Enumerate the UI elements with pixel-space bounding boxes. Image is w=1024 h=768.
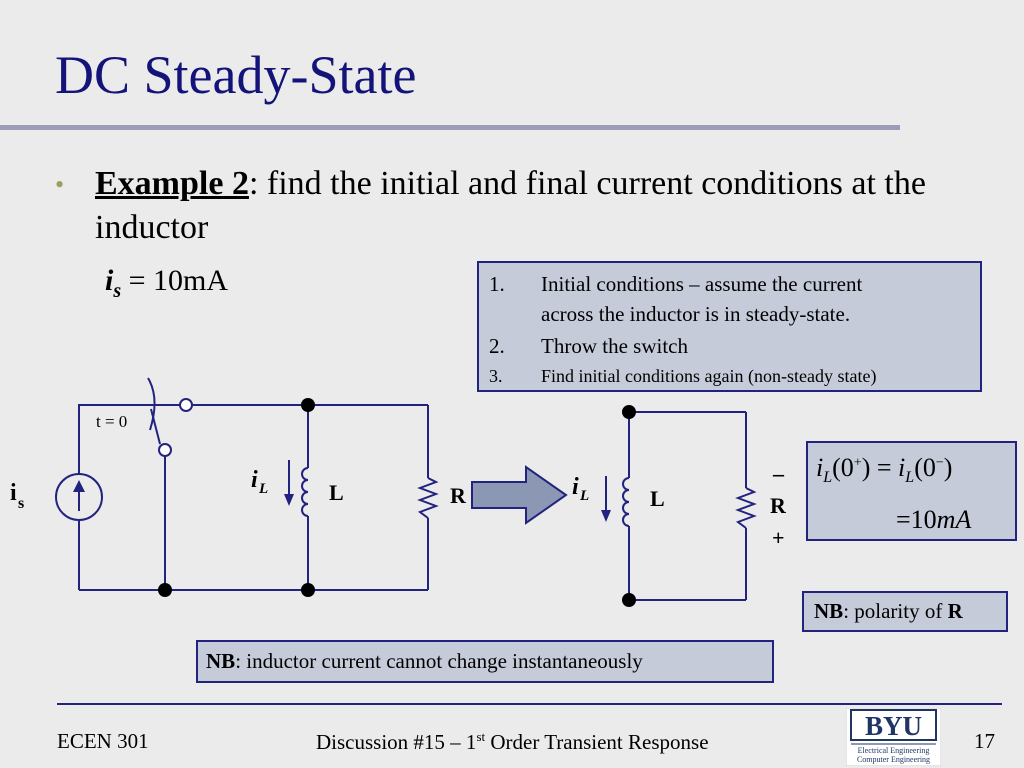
equation-line-2: =10mA xyxy=(896,505,972,534)
logo-line-1: Electrical Engineering xyxy=(858,746,930,755)
current-label: i xyxy=(251,467,258,493)
step-item: 2.Throw the switch xyxy=(489,334,688,358)
resistor-label: R xyxy=(450,483,467,508)
byu-logo: BYU Electrical Engineering Computer Engi… xyxy=(846,708,941,766)
inductor-label: L xyxy=(329,480,344,505)
source-sub: s xyxy=(113,280,122,302)
footer-page-number: 17 xyxy=(974,729,995,753)
source-value: = 10mA xyxy=(121,264,229,297)
current-label-sub: L xyxy=(258,481,268,497)
equation-line-1: iL(0+) = iL(0−) xyxy=(816,453,953,487)
polarity-minus: – xyxy=(772,461,785,486)
source-current-equation: is = 10mA xyxy=(105,264,228,303)
inductor-label: L xyxy=(650,486,665,511)
example-label: Example 2 xyxy=(95,165,249,202)
bullet-dot-icon: • xyxy=(55,170,65,199)
steps-box: 1.Initial conditions – assume the curren… xyxy=(477,261,982,392)
source-label-sub: s xyxy=(18,495,24,512)
equation-box: iL(0+) = iL(0−) =10mA xyxy=(806,441,1017,541)
footer-divider xyxy=(57,703,1002,705)
current-label: i xyxy=(572,474,579,500)
bullet-text: Example 2: find the initial and final cu… xyxy=(95,162,995,250)
source-label: i xyxy=(10,480,17,506)
example-description: : find the initial and final current con… xyxy=(95,165,926,246)
footer-course: ECEN 301 xyxy=(57,729,149,753)
step-item: 3.Find initial conditions again (non-ste… xyxy=(489,366,877,386)
source-var: i xyxy=(105,264,114,297)
slide-title: DC Steady-State xyxy=(55,45,417,105)
circuit-diagram: t = 0 i s i L L R i L L – R + xyxy=(10,377,787,607)
footer-discussion: Discussion #15 – 1st Order Transient Res… xyxy=(316,729,709,754)
title-divider xyxy=(0,125,900,130)
inductor-note: NB: inductor current cannot change insta… xyxy=(196,640,774,683)
logo-line-2: Computer Engineering xyxy=(857,755,930,764)
current-label-sub: L xyxy=(579,488,589,504)
polarity-note: NB: polarity of R xyxy=(802,591,1008,632)
polarity-plus: + xyxy=(772,525,785,550)
step-item: 1.Initial conditions – assume the curren… xyxy=(489,272,863,296)
step-item: across the inductor is in steady-state. xyxy=(541,302,851,326)
logo-text: BYU xyxy=(865,711,922,741)
resistor-label: R xyxy=(770,493,787,518)
switch-label: t = 0 xyxy=(96,412,127,431)
